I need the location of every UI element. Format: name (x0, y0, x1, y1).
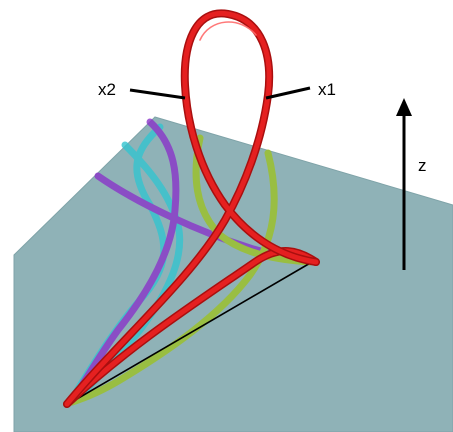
main-curve-rise-shine (64, 10, 319, 407)
colored-curves (66, 118, 314, 406)
x2-label: x2 (98, 80, 116, 99)
x1-label: x1 (318, 80, 336, 99)
chord-line (69, 261, 313, 404)
main-curve-loop-highlight (199, 21, 257, 41)
main-curve-tail-shine (64, 248, 319, 407)
olive-curve-outer (68, 149, 278, 406)
x2-leader-line (129, 88, 186, 100)
z-axis-arrow-head (396, 98, 412, 116)
purple-curve-outer (68, 118, 180, 406)
z-label: z (418, 156, 427, 175)
x1-leader-line (265, 86, 311, 100)
